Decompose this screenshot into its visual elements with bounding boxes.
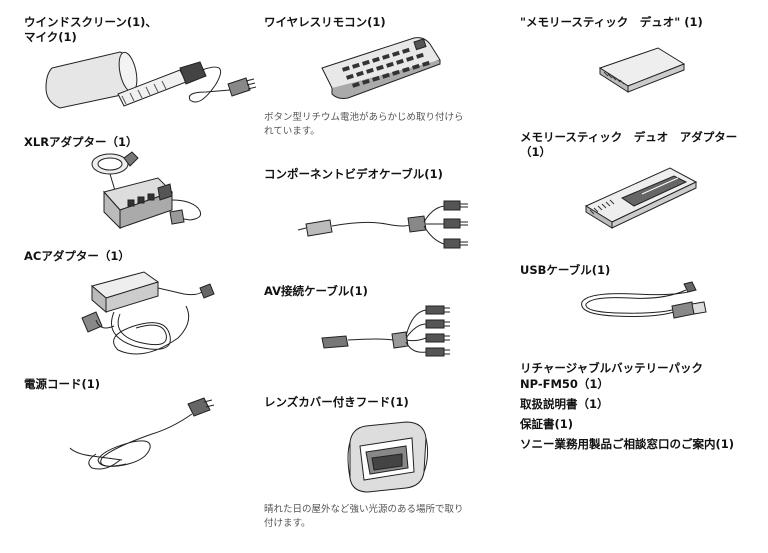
ac-adaptor-label: ACアダプター（1） — [24, 249, 130, 263]
manual-label: 取扱説明書（1） — [520, 397, 609, 411]
windscreen-mic-label-1: ウインドスクリーン(1)、 — [24, 15, 157, 29]
component-cable-illustration — [296, 194, 476, 258]
component-cable-label: コンポーネントビデオケーブル(1) — [264, 167, 443, 181]
windscreen-mic-illustration — [40, 48, 260, 120]
xlr-adaptor-label: XLRアダプター（1） — [24, 135, 138, 149]
warranty-label: 保証書(1) — [520, 417, 574, 431]
lens-hood-note-2: 付けます。 — [264, 518, 311, 529]
wireless-remote-illustration — [318, 34, 443, 102]
battery-label-1: リチャージャブルバッテリーパック — [520, 361, 703, 375]
memory-stick-duo-label: "メモリースティック デュオ" (1) — [520, 15, 703, 29]
ms-duo-adaptor-illustration — [582, 164, 698, 232]
lens-hood-illustration — [342, 416, 432, 494]
wireless-remote-label: ワイヤレスリモコン(1) — [264, 15, 386, 29]
windscreen-mic-label-2: マイク(1) — [24, 30, 77, 44]
ms-duo-adaptor-label-1: メモリースティック デュオ アダプター — [520, 130, 738, 144]
ac-adaptor-illustration — [74, 266, 219, 356]
xlr-adaptor-illustration — [80, 148, 215, 230]
battery-label-2: NP-FM50（1） — [520, 377, 609, 391]
av-cable-label: AV接続ケーブル(1) — [264, 284, 368, 298]
wireless-remote-note-1: ボタン型リチウム電池があらかじめ取り付けら — [264, 112, 464, 123]
power-cord-illustration — [62, 398, 217, 473]
ms-duo-adaptor-label-2: （1） — [520, 145, 552, 159]
power-cord-label: 電源コード(1) — [24, 377, 101, 391]
usb-cable-label: USBケーブル(1) — [520, 263, 611, 277]
wireless-remote-note-2: れています。 — [264, 126, 320, 137]
memory-stick-duo-illustration — [596, 44, 688, 98]
lens-hood-note-1: 晴れた日の屋外など強い光源のある場所で取り — [264, 504, 464, 515]
av-cable-illustration — [320, 302, 455, 364]
consultation-guide-label: ソニー業務用製品ご相談窓口のご案内(1) — [520, 437, 735, 451]
lens-hood-label: レンズカバー付きフード(1) — [264, 395, 409, 409]
usb-cable-illustration — [574, 280, 709, 328]
